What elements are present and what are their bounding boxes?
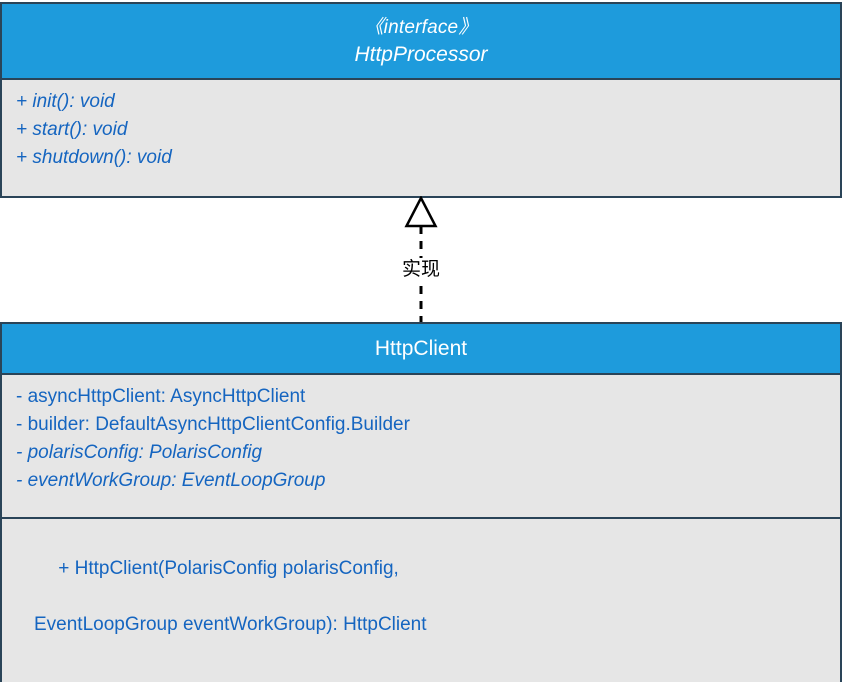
realization-connector: 实现 [0,196,842,324]
concrete-class-box[interactable]: HttpClient - asyncHttpClient: AsyncHttpC… [0,322,842,682]
interface-operation: + init(): void [16,91,115,112]
class-attribute: - builder: DefaultAsyncHttpClientConfig.… [16,414,410,435]
interface-header: 《interface》 HttpProcessor [2,4,840,80]
relationship-label: 实现 [398,258,443,280]
class-operations-compartment: + HttpClient(PolarisConfig polarisConfig… [2,517,840,682]
interface-stereotype: 《interface》 [364,16,478,38]
interface-operations-compartment: + init(): void + start(): void + shutdow… [2,80,840,196]
relationship-label-wrapper: 实现 [0,258,842,280]
class-operation-line1: + HttpClient(PolarisConfig polarisConfig… [58,558,399,579]
interface-class-box[interactable]: 《interface》 HttpProcessor + init(): void… [0,2,842,198]
hollow-triangle-arrowhead [404,196,438,228]
class-operation: + HttpClient(PolarisConfig polarisConfig… [16,527,840,682]
class-operation-line2: EventLoopGroup eventWorkGroup): HttpClie… [34,614,427,635]
class-header: HttpClient [2,324,840,375]
interface-operation: + shutdown(): void [16,147,172,168]
class-attribute: - polarisConfig: PolarisConfig [16,442,263,463]
class-attributes-compartment: - asyncHttpClient: AsyncHttpClient - bui… [2,375,840,517]
class-attribute: - asyncHttpClient: AsyncHttpClient [16,386,306,407]
class-name: HttpClient [374,337,468,360]
interface-operation: + start(): void [16,119,128,140]
class-attribute: - eventWorkGroup: EventLoopGroup [16,470,326,491]
interface-name: HttpProcessor [354,42,488,66]
